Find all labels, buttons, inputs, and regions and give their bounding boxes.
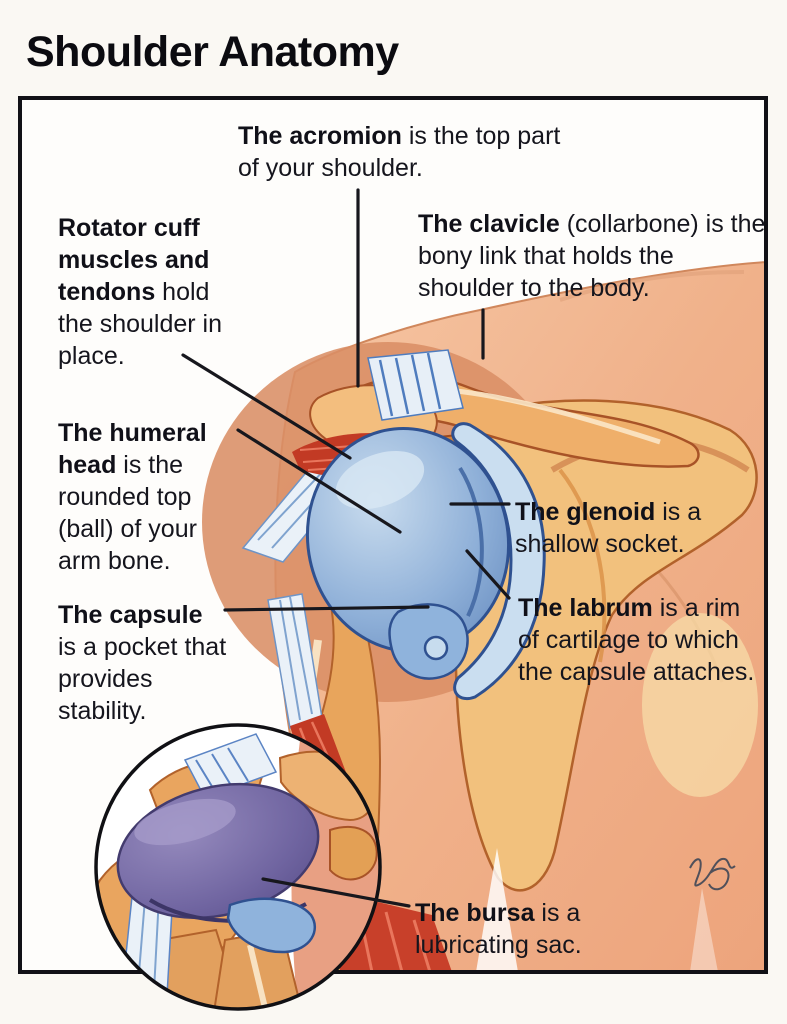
scapula-highlight: [642, 613, 758, 797]
bursa-leader-line: [261, 877, 411, 908]
label-capsule-term: The capsule: [58, 601, 203, 629]
capsule-leader-line: [223, 605, 430, 612]
highlight-streak: [476, 848, 518, 971]
labrum-leader-line: [465, 549, 511, 600]
artist-signature: [689, 857, 736, 891]
label-bursa: The bursa is a lubricating sac.: [415, 897, 635, 961]
tendon-stripes: [279, 596, 313, 721]
label-capsule: The capsule is a pocket that provides sta…: [58, 599, 230, 727]
label-clavicle-text: (collarbone) is the bony link that holds…: [418, 210, 766, 302]
humeral-head-leader-line: [236, 428, 402, 534]
highlight-streak: [690, 888, 718, 971]
label-labrum-text: is a rim of cartilage to which the capsu…: [518, 594, 755, 686]
label-acromion-text: is the top part of your shoulder.: [238, 122, 561, 182]
page-title: Shoulder Anatomy: [26, 28, 399, 76]
label-humeral-head: The humeral head is the rounded top (bal…: [58, 417, 228, 577]
label-rotator-cuff: Rotator cuff muscles and tendons hold th…: [58, 212, 238, 372]
inset-tendon: [183, 733, 278, 799]
label-rotator-cuff-text: hold the shoulder in place.: [58, 278, 223, 370]
label-labrum: The labrum is a rim of cartilage to whic…: [518, 592, 768, 688]
label-humeral-head-text: is the rounded top (ball) of your arm bo…: [58, 451, 197, 575]
capsule-loop: [423, 635, 449, 661]
leader-lines: [181, 188, 511, 908]
rotator-cuff-leader-line: [181, 353, 352, 460]
ligament-stripes: [378, 352, 442, 417]
inset-ring: [94, 723, 382, 1011]
label-humeral-head-term: The humeral head: [58, 419, 207, 479]
label-clavicle: The clavicle (collarbone) is the bony li…: [418, 208, 770, 304]
label-labrum-term: The labrum: [518, 594, 653, 622]
label-clavicle-term: The clavicle: [418, 210, 560, 238]
bursa-highlight: [134, 798, 236, 846]
capsule-shade: [458, 466, 484, 617]
glenoid-labrum-rim: [451, 422, 546, 700]
inset-bone-highlight: [247, 944, 268, 1009]
label-glenoid-term: The glenoid: [515, 498, 656, 526]
scapula-ridge: [558, 468, 607, 663]
label-bursa-term: The bursa: [415, 899, 535, 927]
label-acromion: The acromion is the top part of your sho…: [238, 120, 570, 184]
label-acromion-term: The acromion: [238, 122, 402, 150]
inset-capsule-blue: [226, 897, 316, 954]
skin-fold: [559, 270, 745, 302]
inset-bone-hook: [329, 825, 378, 881]
capsule-highlight: [335, 450, 425, 510]
figure-border: [18, 96, 768, 974]
label-rotator-cuff-term: Rotator cuff muscles and tendons: [58, 214, 210, 306]
label-bursa-text: is a lubricating sac.: [415, 899, 582, 959]
bursa-inset: [94, 723, 382, 1011]
label-glenoid-text: is a shallow socket.: [515, 498, 702, 558]
label-glenoid: The glenoid is a shallow socket.: [515, 496, 735, 560]
ac-ligament: [367, 349, 464, 421]
label-capsule-text: is a pocket that provides stability.: [58, 633, 227, 725]
